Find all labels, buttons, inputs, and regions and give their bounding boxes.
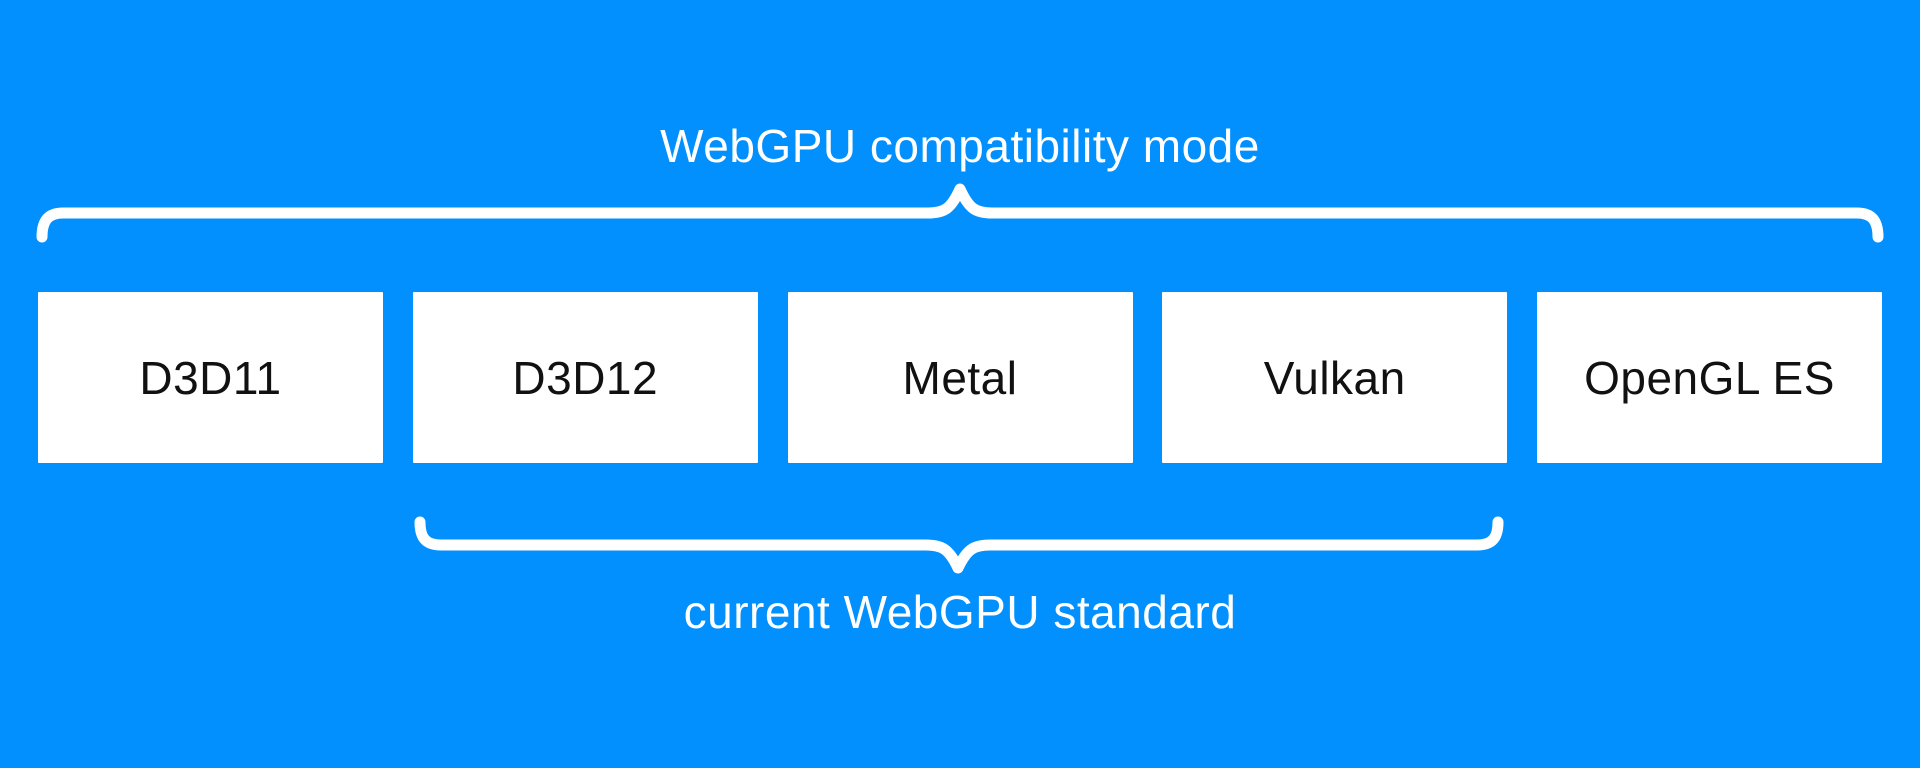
box-opengl-es: OpenGL ES: [1537, 292, 1882, 463]
box-vulkan-label: Vulkan: [1263, 351, 1406, 404]
bottom-brace-label: current WebGPU standard: [683, 586, 1237, 638]
box-metal: Metal: [787, 292, 1133, 463]
box-d3d11: D3D11: [38, 292, 383, 463]
box-vulkan: Vulkan: [1162, 292, 1508, 463]
top-brace-icon: [36, 183, 1884, 243]
box-d3d12-label: D3D12: [512, 351, 659, 404]
box-opengl-es-label: OpenGL ES: [1584, 351, 1835, 404]
box-metal-label: Metal: [902, 351, 1018, 404]
top-brace-label: WebGPU compatibility mode: [660, 120, 1260, 172]
box-d3d12: D3D12: [412, 292, 758, 463]
box-d3d11-label: D3D11: [139, 351, 282, 404]
bottom-brace-icon: [414, 516, 1504, 574]
api-boxes-row: D3D11 D3D12 Metal Vulkan OpenGL ES: [38, 292, 1882, 463]
